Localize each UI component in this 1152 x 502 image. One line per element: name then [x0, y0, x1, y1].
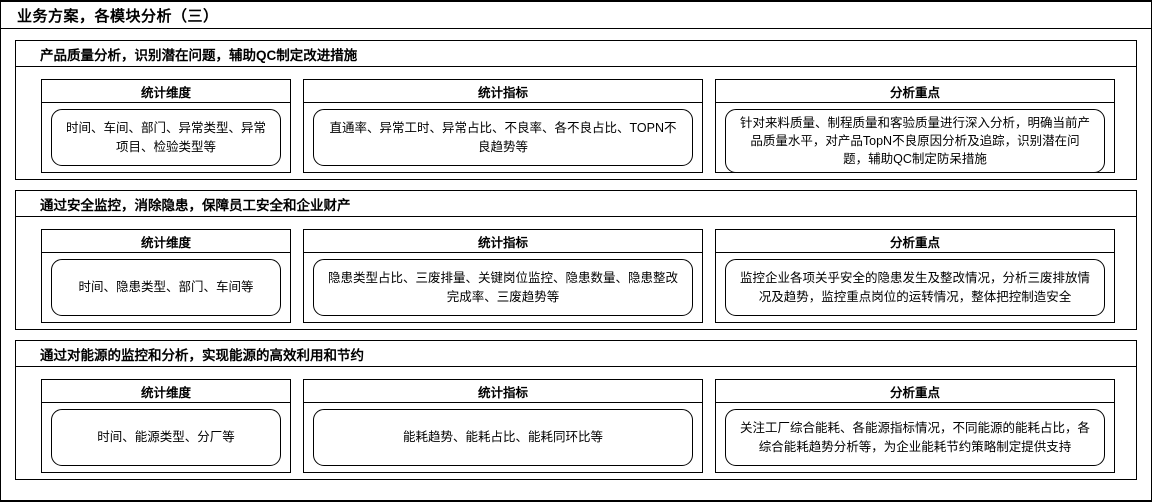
safety-dimension-text: 时间、隐患类型、部门、车间等 — [51, 259, 281, 316]
section-safety-monitoring: 通过安全监控，消除隐患，保障员工安全和企业财产 统计维度 时间、隐患类型、部门、… — [15, 190, 1137, 330]
quality-focus-content: 针对来料质量、制程质量和客验质量进行深入分析，明确当前产品质量水平，对产品Top… — [716, 103, 1114, 179]
energy-indicator-column-header: 统计指标 — [304, 380, 702, 403]
quality-dimension-text: 时间、车间、部门、异常类型、异常项目、检验类型等 — [51, 109, 281, 166]
quality-dimension-content: 时间、车间、部门、异常类型、异常项目、检验类型等 — [42, 103, 290, 172]
quality-indicator-text: 直通率、异常工时、异常占比、不良率、各不良占比、TOPN不良趋势等 — [313, 109, 693, 166]
quality-focus-column-header: 分析重点 — [716, 80, 1114, 103]
safety-dimension-column-header: 统计维度 — [42, 230, 290, 253]
section-product-quality-title: 产品质量分析，识别潜在问题，辅助QC制定改进措施 — [40, 47, 358, 63]
section-safety-monitoring-header: 通过安全监控，消除隐患，保障员工安全和企业财产 — [16, 191, 1136, 217]
energy-focus-box: 分析重点 关注工厂综合能耗、各能源指标情况，不同能源的能耗占比，各综合能耗趋势分… — [715, 379, 1115, 473]
safety-focus-box: 分析重点 监控企业各项关乎安全的隐患发生及整改情况，分析三废排放情况及趋势，监控… — [715, 229, 1115, 323]
energy-dimension-column-header: 统计维度 — [42, 380, 290, 403]
safety-focus-text: 监控企业各项关乎安全的隐患发生及整改情况，分析三废排放情况及趋势，监控重点岗位的… — [725, 259, 1105, 316]
section-energy-monitoring-body: 统计维度 时间、能源类型、分厂等 统计指标 能耗趋势、能耗占比、能耗同环比等 分… — [16, 367, 1136, 479]
safety-indicator-box: 统计指标 隐患类型占比、三废排量、关键岗位监控、隐患数量、隐患整改完成率、三废趋… — [303, 229, 703, 323]
section-safety-monitoring-title: 通过安全监控，消除隐患，保障员工安全和企业财产 — [40, 197, 351, 213]
section-product-quality-body: 统计维度 时间、车间、部门、异常类型、异常项目、检验类型等 统计指标 直通率、异… — [16, 67, 1136, 179]
energy-dimension-content: 时间、能源类型、分厂等 — [42, 403, 290, 472]
section-product-quality-header: 产品质量分析，识别潜在问题，辅助QC制定改进措施 — [16, 41, 1136, 67]
energy-dimension-text: 时间、能源类型、分厂等 — [51, 409, 281, 466]
quality-focus-box: 分析重点 针对来料质量、制程质量和客验质量进行深入分析，明确当前产品质量水平，对… — [715, 79, 1115, 174]
energy-dimension-box: 统计维度 时间、能源类型、分厂等 — [41, 379, 291, 473]
energy-indicator-box: 统计指标 能耗趋势、能耗占比、能耗同环比等 — [303, 379, 703, 473]
energy-indicator-text: 能耗趋势、能耗占比、能耗同环比等 — [313, 409, 693, 466]
quality-indicator-content: 直通率、异常工时、异常占比、不良率、各不良占比、TOPN不良趋势等 — [304, 103, 702, 172]
quality-indicator-box: 统计指标 直通率、异常工时、异常占比、不良率、各不良占比、TOPN不良趋势等 — [303, 79, 703, 173]
page-title: 业务方案，各模块分析（三） — [17, 7, 219, 25]
safety-dimension-content: 时间、隐患类型、部门、车间等 — [42, 253, 290, 322]
section-energy-monitoring: 通过对能源的监控和分析，实现能源的高效利用和节约 统计维度 时间、能源类型、分厂… — [15, 340, 1137, 480]
slide-title-bar: 业务方案，各模块分析（三） — [1, 2, 1151, 29]
quality-focus-text: 针对来料质量、制程质量和客验质量进行深入分析，明确当前产品质量水平，对产品Top… — [725, 109, 1105, 174]
section-product-quality: 产品质量分析，识别潜在问题，辅助QC制定改进措施 统计维度 时间、车间、部门、异… — [15, 40, 1137, 180]
safety-dimension-box: 统计维度 时间、隐患类型、部门、车间等 — [41, 229, 291, 323]
safety-indicator-column-header: 统计指标 — [304, 230, 702, 253]
safety-focus-content: 监控企业各项关乎安全的隐患发生及整改情况，分析三废排放情况及趋势，监控重点岗位的… — [716, 253, 1114, 322]
section-safety-monitoring-body: 统计维度 时间、隐患类型、部门、车间等 统计指标 隐患类型占比、三废排量、关键岗… — [16, 217, 1136, 329]
energy-indicator-content: 能耗趋势、能耗占比、能耗同环比等 — [304, 403, 702, 472]
safety-focus-column-header: 分析重点 — [716, 230, 1114, 253]
energy-focus-text: 关注工厂综合能耗、各能源指标情况，不同能源的能耗占比，各综合能耗趋势分析等，为企… — [725, 409, 1105, 466]
section-energy-monitoring-header: 通过对能源的监控和分析，实现能源的高效利用和节约 — [16, 341, 1136, 367]
quality-dimension-box: 统计维度 时间、车间、部门、异常类型、异常项目、检验类型等 — [41, 79, 291, 173]
safety-indicator-content: 隐患类型占比、三废排量、关键岗位监控、隐患数量、隐患整改完成率、三废趋势等 — [304, 253, 702, 322]
quality-indicator-column-header: 统计指标 — [304, 80, 702, 103]
quality-dimension-column-header: 统计维度 — [42, 80, 290, 103]
safety-indicator-text: 隐患类型占比、三废排量、关键岗位监控、隐患数量、隐患整改完成率、三废趋势等 — [313, 259, 693, 316]
energy-focus-content: 关注工厂综合能耗、各能源指标情况，不同能源的能耗占比，各综合能耗趋势分析等，为企… — [716, 403, 1114, 472]
slide-content: 产品质量分析，识别潜在问题，辅助QC制定改进措施 统计维度 时间、车间、部门、异… — [1, 29, 1151, 480]
energy-focus-column-header: 分析重点 — [716, 380, 1114, 403]
section-energy-monitoring-title: 通过对能源的监控和分析，实现能源的高效利用和节约 — [40, 347, 364, 363]
